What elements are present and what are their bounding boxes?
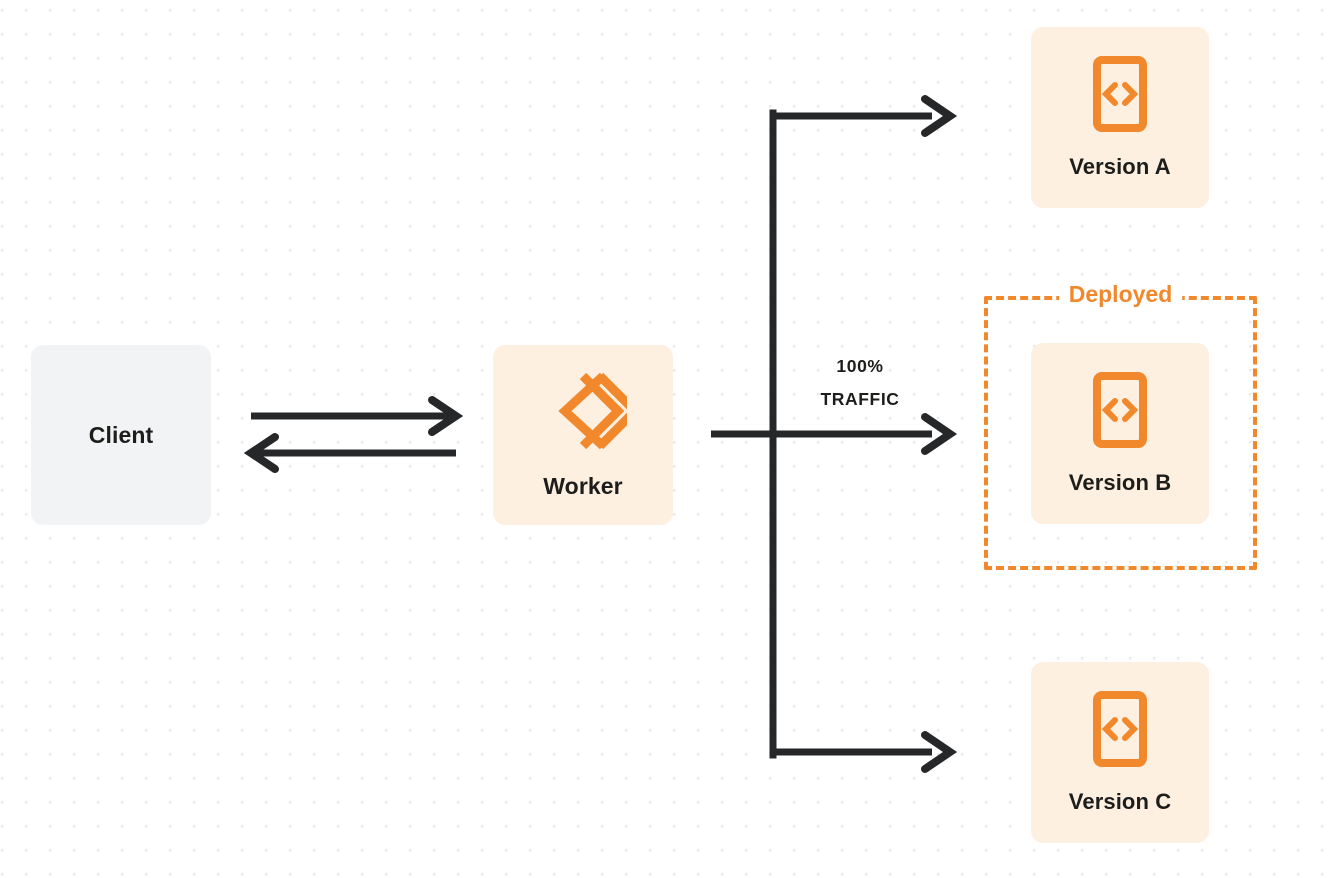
edge-worker-to-version-b [711, 413, 958, 455]
cloudflare-workers-logo-icon [539, 370, 642, 457]
node-client-label: Client [88, 421, 154, 448]
edge-worker-to-version-a [770, 95, 958, 137]
code-file-icon [1092, 690, 1148, 773]
node-version-b[interactable]: Version B [1031, 343, 1209, 524]
edge-client-to-worker [251, 396, 464, 436]
node-client[interactable]: Client [31, 345, 211, 525]
group-deployed-label: Deployed [1058, 280, 1183, 308]
node-version-a-label: Version A [1069, 154, 1171, 179]
code-file-icon [1092, 55, 1148, 138]
node-version-c[interactable]: Version C [1031, 662, 1209, 843]
code-file-icon [1092, 371, 1148, 454]
node-worker[interactable]: Worker [493, 345, 673, 525]
group-deployed: Deployed [984, 280, 1257, 570]
node-version-c-label: Version C [1068, 789, 1172, 814]
edge-worker-to-version-c [770, 731, 958, 773]
node-worker-label: Worker [543, 473, 623, 499]
edge-worker-to-client [243, 433, 456, 473]
traffic-percentage-label: 100% TRAFFIC [790, 350, 930, 416]
traffic-percent-caption: TRAFFIC [820, 389, 900, 409]
traffic-percent-value: 100% [836, 356, 884, 376]
node-version-b-label: Version B [1068, 470, 1172, 495]
node-version-a[interactable]: Version A [1031, 27, 1209, 208]
